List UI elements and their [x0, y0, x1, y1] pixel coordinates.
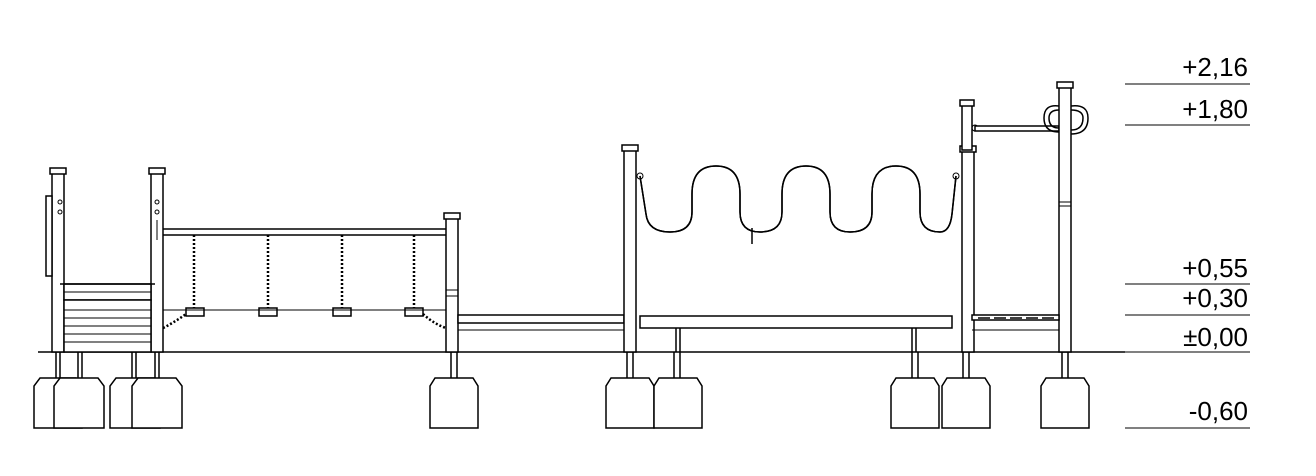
foundation-block	[1040, 352, 1090, 429]
foundation-block	[605, 352, 655, 429]
side-panel	[45, 195, 53, 277]
level-label-minus-0-60: -0,60	[1189, 396, 1248, 426]
foundation-block	[890, 352, 940, 429]
tower-post	[150, 171, 164, 353]
level-marker: +0,55	[1125, 253, 1250, 285]
handle-loop	[1070, 105, 1089, 135]
platform-deck	[971, 314, 1060, 331]
foundation-block	[429, 352, 479, 429]
level-label-1-80: +1,80	[1182, 94, 1248, 124]
foundations	[33, 352, 1090, 429]
foundation-block	[53, 352, 105, 429]
level-marker: +2,16	[1125, 52, 1250, 85]
stair-steps	[60, 283, 155, 353]
chain-bridge	[162, 228, 447, 330]
level-label-0-00: ±0,00	[1183, 322, 1248, 352]
foundation-block	[131, 352, 183, 429]
handle-loop	[1043, 105, 1060, 133]
level-label-0-55: +0,55	[1182, 253, 1248, 283]
level-marker: ±0,00	[1125, 322, 1250, 353]
bridge-chain-sag	[422, 313, 447, 330]
level-label-2-16: +2,16	[1182, 52, 1248, 82]
wavy-bar	[639, 165, 957, 233]
right-tower	[959, 81, 1089, 353]
bridge-chain-sag	[162, 312, 187, 330]
bridge-plank	[258, 307, 278, 317]
level-markers: +2,16 +1,80 +0,55 +0,30 ±0,00 -0,60	[1125, 52, 1250, 429]
level-marker: -0,60	[1125, 396, 1250, 429]
bench	[639, 315, 953, 352]
bridge-plank	[332, 307, 352, 317]
left-tower	[45, 167, 166, 353]
level-label-0-30: +0,30	[1182, 283, 1248, 313]
level-marker: +0,30	[1125, 283, 1250, 316]
bridge-plank	[185, 307, 205, 317]
bridge-plank	[404, 307, 424, 317]
level-marker: +1,80	[1125, 94, 1250, 126]
foundation-block	[941, 352, 991, 429]
foundation-block	[653, 352, 703, 429]
balance-beam	[457, 314, 625, 331]
middle-post	[443, 212, 461, 353]
tower-post	[51, 171, 65, 353]
wave-bar-frame	[621, 144, 977, 353]
